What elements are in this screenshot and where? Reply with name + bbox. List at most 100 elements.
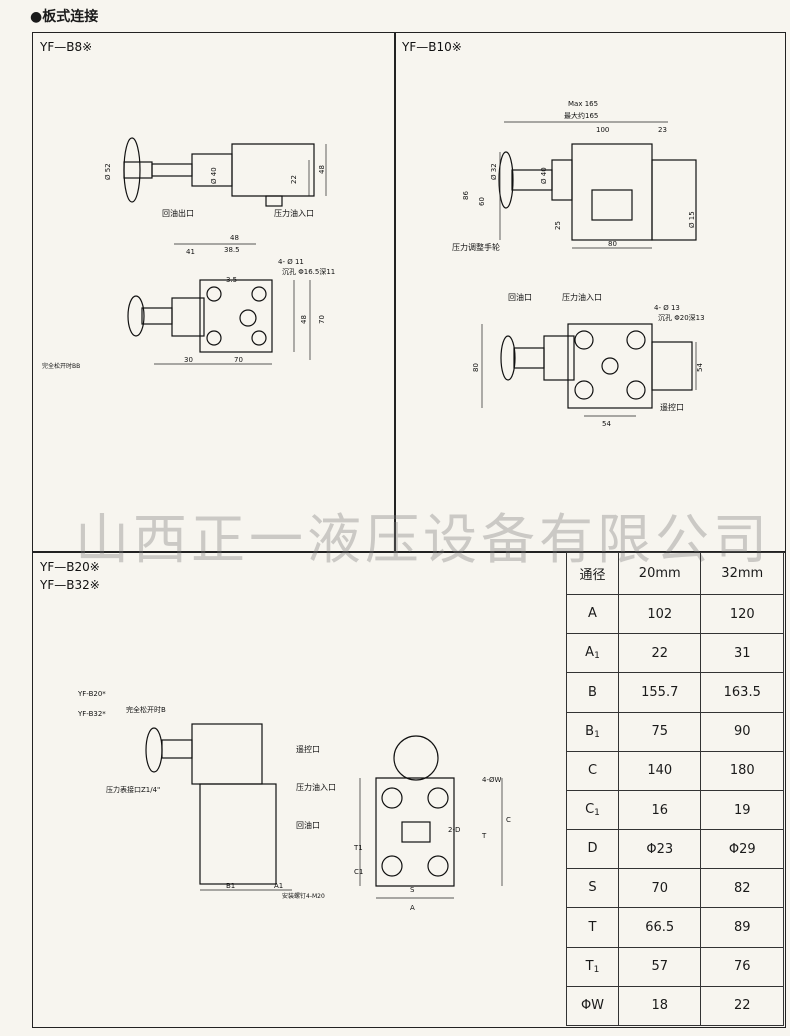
b20-dim-d2: 2-D (448, 826, 460, 834)
table-row: S 70 82 (566, 868, 784, 909)
b20-dim-holes: 4-ØW (482, 776, 501, 784)
b10-dim-h60: 60 (478, 197, 486, 206)
b20-dim-t1: T1 (353, 844, 363, 852)
b20-small-label-b: YF-B32* (77, 710, 106, 718)
b10-remote-port-label: 遥控口 (660, 402, 684, 412)
b20-front-view (359, 735, 503, 899)
b8-dim-h30: 30 (184, 356, 193, 364)
spec-value-32: 89 (700, 907, 784, 948)
spec-value-20: 18 (617, 985, 702, 1027)
spec-value-20: 57 (617, 946, 702, 987)
b10-return-port-label: 回油口 (508, 292, 532, 302)
b10-dim-w100: 100 (596, 126, 609, 134)
b8-fully-open-label: 完全松开时BB (42, 362, 80, 370)
b10-dim-max165: Max 165 (568, 100, 598, 108)
table-row: T1 57 76 (566, 946, 784, 987)
spec-param-name: B (566, 672, 619, 713)
spec-value-32: 82 (700, 868, 784, 909)
b20-side-view (145, 723, 292, 891)
b20-fully-open-label: 完全松开时B (126, 705, 166, 714)
b8-dim-h48: 48 (318, 165, 326, 174)
b20-dim-b1: B1 (226, 882, 235, 890)
b20-return-label: 回油口 (296, 820, 320, 830)
b10-dim-max165-cn: 最大约165 (564, 111, 598, 120)
spec-header-bore: 通径 (566, 551, 619, 596)
b20-gauge-label: 压力表接口Z1/4" (106, 785, 160, 794)
page-title-text: 板式连接 (42, 9, 99, 25)
b20-remote-label: 遥控口 (296, 744, 320, 754)
spec-table-header: 通径 20mm 32mm (566, 551, 784, 596)
b20-dim-a: A (410, 904, 415, 912)
drawing-b10: Max 165 最大约165 100 23 Ø 32 Ø 40 86 60 25… (452, 100, 705, 428)
b10-dim-h54: 54 (602, 420, 611, 428)
spec-value-20: Φ23 (617, 829, 702, 870)
spec-value-32: 180 (700, 750, 784, 791)
b10-dim-v80: 80 (472, 363, 480, 372)
divider-vertical-top (394, 32, 396, 552)
b8-dim-v48: 48 (300, 315, 308, 324)
table-row: T 66.5 89 (566, 907, 784, 948)
table-row: D Φ23 Φ29 (566, 829, 784, 870)
spec-value-32: 120 (700, 594, 784, 635)
table-row: A 102 120 (566, 594, 784, 635)
b8-dim-v70: 70 (318, 315, 326, 324)
b10-adjust-knob-label: 压力调整手轮 (452, 242, 500, 252)
spec-value-32: 90 (700, 711, 784, 752)
b10-side-view (498, 143, 697, 249)
b8-dim-d52: Ø 52 (104, 163, 112, 180)
drawing-b8: Ø 52 Ø 40 22 48 回油出口 压力油入口 41 48 38.5 3.… (42, 137, 335, 370)
spec-param-name: D (566, 829, 619, 870)
b8-return-port-label: 回油出口 (162, 208, 194, 218)
spec-value-20: 140 (617, 750, 702, 791)
table-row: C 140 180 (566, 750, 784, 791)
b8-dim-h22: 22 (290, 175, 298, 184)
b8-dim-d40: Ø 40 (210, 167, 218, 184)
panel-label-b32: YF—B32※ (40, 578, 100, 592)
spec-param-name: T1 (566, 946, 619, 987)
spec-value-20: 102 (617, 594, 702, 635)
spec-value-20: 66.5 (617, 907, 702, 948)
b8-dim-counter: 沉孔 Φ16.5深11 (282, 267, 335, 276)
b20-dim-c: C (506, 816, 511, 824)
b10-dim-w80: 80 (608, 240, 617, 248)
divider-horizontal (32, 551, 786, 553)
spec-header-20mm: 20mm (617, 551, 702, 596)
table-row: ΦW 18 22 (566, 985, 784, 1027)
b20-dim-s: S (410, 886, 415, 894)
b20-dim-a1: A1 (274, 882, 283, 890)
b10-top-view (481, 323, 697, 417)
panel-label-b10: YF—B10※ (402, 40, 462, 54)
spec-param-name: T (566, 907, 619, 948)
spec-value-32: Φ29 (700, 829, 784, 870)
table-row: A1 22 31 (566, 633, 784, 674)
b8-side-view (123, 137, 327, 207)
b10-dim-d40: Ø 40 (540, 167, 548, 184)
b10-dim-h25: 25 (554, 221, 562, 230)
spec-value-20: 155.7 (617, 672, 702, 713)
drawing-b20: YF-B20* YF-B32* 完全松开时B 压力表接口Z1/4" 遥控口 压力… (77, 690, 511, 912)
b10-dim-d15: Ø 15 (688, 211, 696, 228)
b8-dim-w38-5: 38.5 (224, 246, 240, 254)
b8-pressure-in-label: 压力油入口 (274, 208, 314, 218)
spec-value-20: 16 (617, 789, 702, 831)
b20-small-label-a: YF-B20* (77, 690, 106, 698)
spec-value-32: 19 (700, 789, 784, 831)
b20-dim-t: T (481, 832, 487, 840)
spec-param-name: A (566, 594, 619, 635)
table-row: C1 16 19 (566, 789, 784, 831)
b20-dim-c1: C1 (354, 868, 363, 876)
b10-dim-holes: 4- Ø 13 (654, 304, 680, 312)
b8-dim-h70: 70 (234, 356, 243, 364)
panel-label-b20: YF—B20※ (40, 560, 100, 574)
spec-param-name: C (566, 750, 619, 791)
b10-dim-h86: 86 (462, 191, 470, 200)
spec-param-name: A1 (566, 633, 619, 674)
bullet-icon: ● (30, 9, 43, 25)
spec-value-20: 22 (617, 633, 702, 674)
panel-label-b8: YF—B8※ (40, 40, 93, 54)
b10-dim-v54: 54 (696, 363, 704, 372)
drawing-frame (32, 32, 786, 1028)
spec-value-32: 76 (700, 946, 784, 987)
table-row: B 155.7 163.5 (566, 672, 784, 713)
spec-value-32: 22 (700, 985, 784, 1027)
